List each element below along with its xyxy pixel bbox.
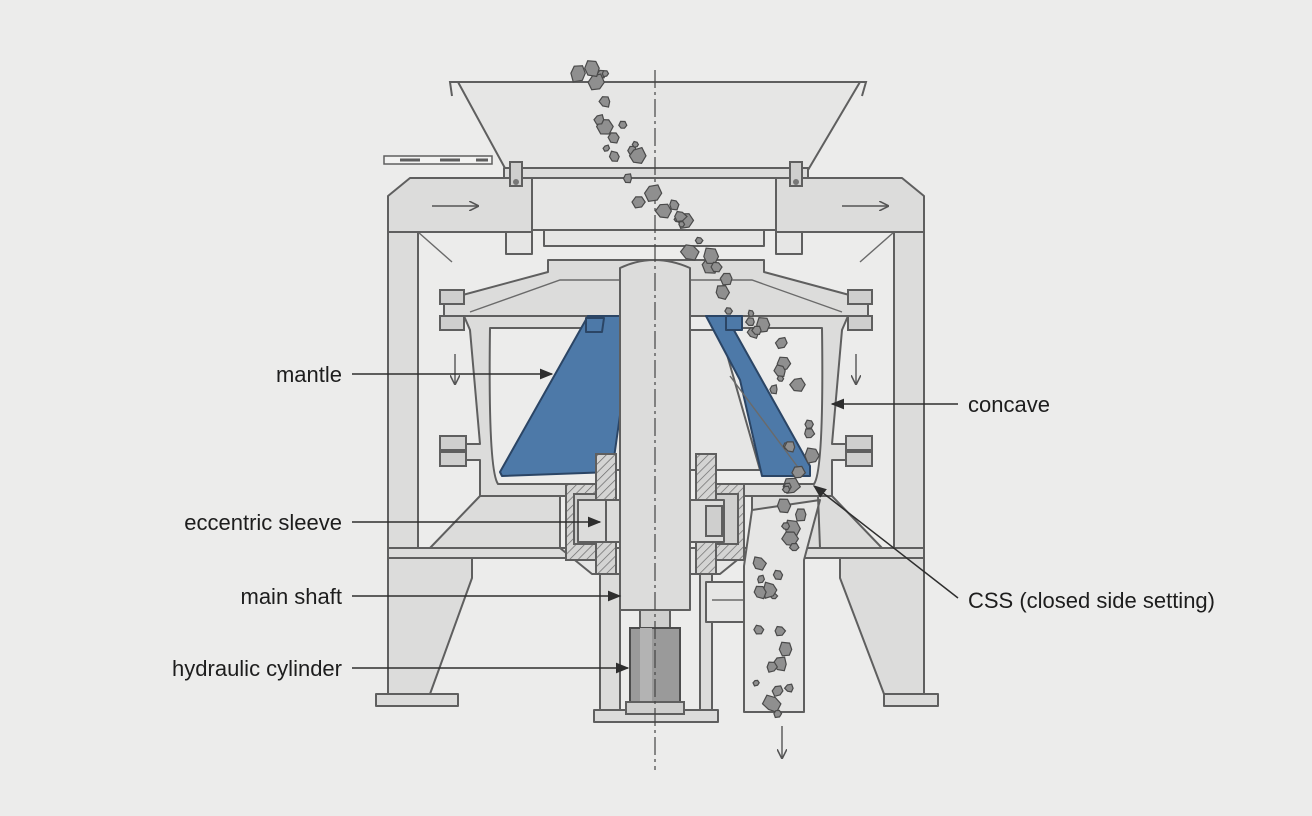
rock-piece — [778, 641, 793, 657]
rock-piece — [783, 441, 796, 453]
mantle-liner — [499, 315, 635, 477]
rock-piece — [631, 196, 646, 209]
rock-piece — [570, 65, 586, 83]
rock-piece — [607, 132, 620, 144]
rock-piece — [710, 261, 723, 273]
rock-piece — [788, 543, 800, 552]
rock-piece — [602, 144, 611, 152]
rock-piece — [780, 522, 791, 531]
rock-piece — [679, 244, 700, 261]
rock-piece — [773, 364, 786, 378]
rock-piece — [794, 508, 807, 522]
rock-piece — [774, 625, 787, 637]
feed-hopper — [448, 81, 868, 187]
rock-piece — [753, 585, 767, 600]
rock-piece — [791, 465, 807, 479]
rock-piece — [715, 284, 731, 300]
labels: mantle eccentric sleeve main shaft hydra… — [172, 362, 1215, 681]
rock-piece — [783, 683, 794, 693]
rock-piece — [618, 120, 628, 129]
rock-piece — [593, 113, 605, 125]
rock-piece — [781, 485, 791, 494]
rock-piece — [608, 150, 620, 162]
rock-piece — [628, 146, 647, 164]
rock-piece — [789, 377, 806, 392]
rock-piece — [776, 498, 792, 514]
rock-piece — [587, 73, 605, 91]
rock-piece — [678, 220, 686, 228]
rock-piece — [744, 317, 755, 326]
label-hydraulic-cylinder: hydraulic cylinder — [172, 656, 342, 681]
label-css: CSS (closed side setting) — [968, 588, 1215, 613]
concave-liner — [705, 315, 811, 477]
rock-piece — [804, 428, 816, 439]
rock-piece — [694, 236, 704, 245]
rock-piece — [703, 247, 720, 265]
rock-piece — [804, 419, 814, 430]
label-main-shaft: main shaft — [241, 584, 343, 609]
rock-piece — [766, 661, 779, 673]
feed-material — [570, 60, 820, 719]
rock-piece — [631, 140, 640, 148]
rock-piece — [804, 447, 820, 464]
label-leaders — [352, 368, 959, 674]
label-concave: concave — [968, 392, 1050, 417]
rock-piece — [654, 203, 673, 219]
rock-piece — [724, 307, 734, 315]
rock-piece — [752, 679, 760, 687]
rock-piece — [622, 173, 633, 184]
rock-piece — [601, 70, 610, 78]
rock-piece — [769, 384, 778, 395]
rock-piece — [598, 96, 611, 108]
label-eccentric-sleeve: eccentric sleeve — [184, 510, 342, 535]
rock-piece — [584, 60, 600, 78]
rock-piece — [643, 184, 663, 202]
rock-piece — [719, 272, 733, 286]
rock-piece — [771, 685, 784, 698]
rock-piece — [674, 210, 688, 223]
label-mantle: mantle — [276, 362, 342, 387]
support-frame — [375, 155, 939, 707]
rock-piece — [751, 325, 762, 336]
rock-piece — [773, 709, 783, 719]
rock-piece — [757, 574, 766, 584]
rock-piece — [774, 336, 788, 350]
rock-piece — [752, 556, 768, 571]
rock-piece — [669, 199, 680, 211]
discharge-chute — [743, 495, 821, 713]
rock-piece — [753, 624, 765, 635]
rock-piece — [772, 569, 784, 581]
rock-piece — [747, 309, 755, 317]
